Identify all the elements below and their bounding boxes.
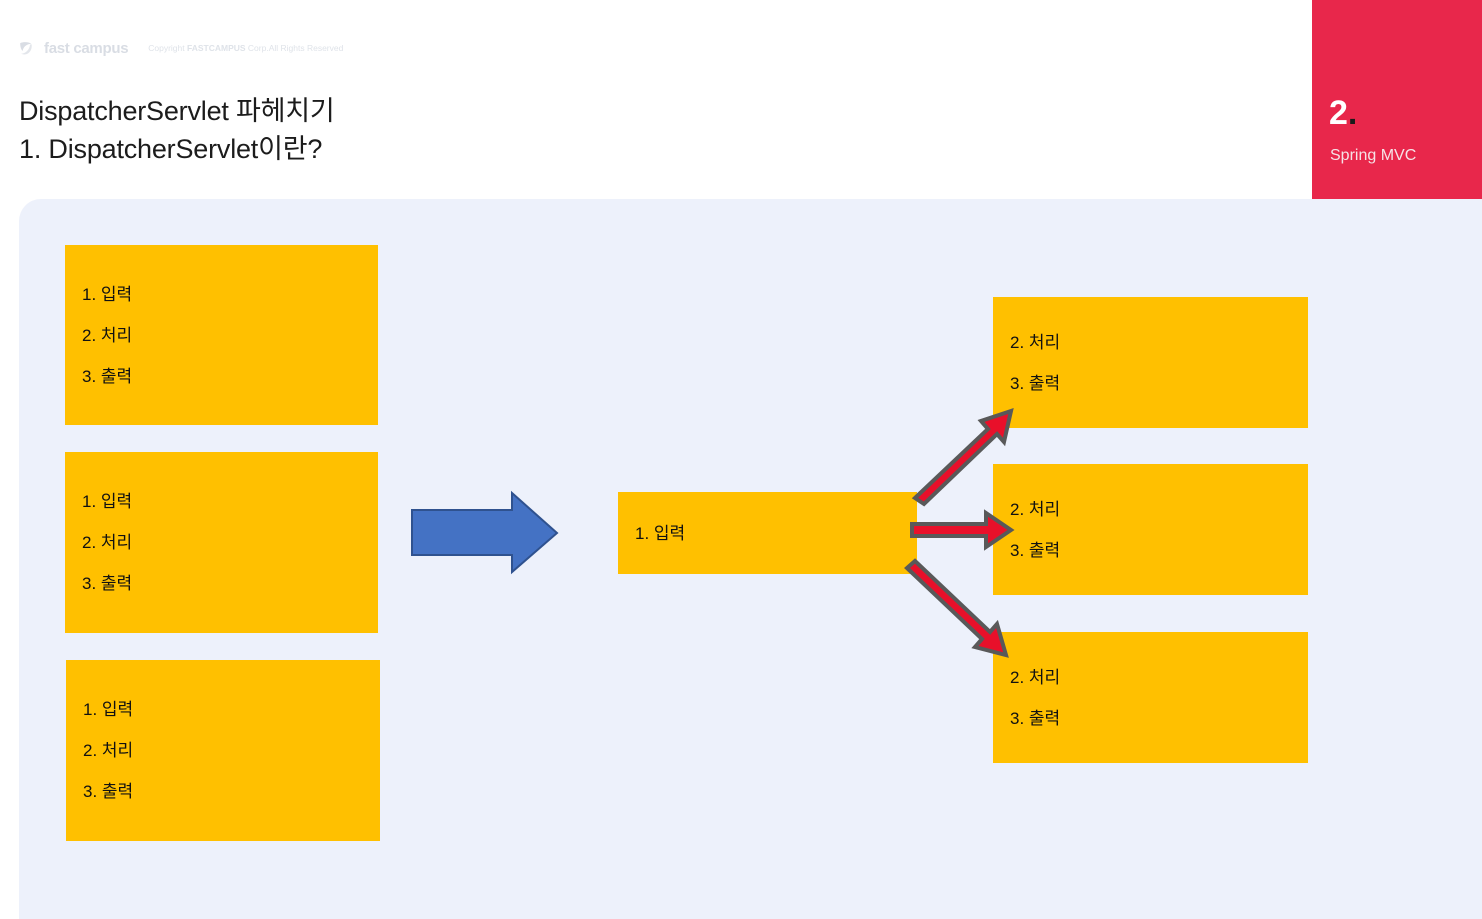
brand-logo-text: fast campus: [44, 39, 129, 57]
right-box-2: 2. 처리 3. 출력: [993, 464, 1308, 595]
copyright-suffix: Corp.All Rights Reserved: [245, 42, 344, 53]
left-box-2: 1. 입력 2. 처리 3. 출력: [65, 452, 378, 633]
left-box-3-line-1: 1. 입력: [83, 700, 134, 719]
right-box-3-line-1: 2. 처리: [1010, 667, 1061, 687]
section-badge-subtitle: Spring MVC: [1330, 147, 1417, 164]
right-box-1-line-2: 3. 출력: [1010, 373, 1061, 393]
page-title: DispatcherServlet 파헤치기 1. DispatcherServ…: [19, 92, 919, 169]
page-title-line-1: DispatcherServlet 파헤치기: [19, 96, 335, 126]
left-box-3: 1. 입력 2. 처리 3. 출력: [66, 660, 380, 841]
left-box-2-line-2: 2. 처리: [82, 533, 133, 552]
copyright-brand: FASTCAMPUS: [186, 42, 246, 53]
left-box-3-line-3: 3. 출력: [83, 782, 134, 801]
left-box-2-line-3: 3. 출력: [82, 574, 133, 593]
right-box-1-line-1: 2. 처리: [1010, 332, 1061, 352]
left-box-2-line-1: 1. 입력: [82, 492, 133, 511]
left-box-1-line-3: 3. 출력: [82, 366, 133, 386]
right-box-1: 2. 처리 3. 출력: [993, 297, 1308, 428]
section-badge-dot: .: [1347, 94, 1358, 132]
right-box-3: 2. 처리 3. 출력: [993, 632, 1308, 763]
right-box-3-line-2: 3. 출력: [1010, 708, 1061, 728]
section-badge-number-value: 2: [1329, 94, 1348, 132]
center-box-line-1: 1. 입력: [635, 523, 686, 543]
left-box-3-line-2: 2. 처리: [83, 741, 134, 760]
left-box-1: 1. 입력 2. 처리 3. 출력: [65, 245, 378, 425]
copyright-prefix: Copyright: [148, 42, 187, 53]
left-box-1-line-1: 1. 입력: [82, 284, 133, 304]
right-box-2-line-2: 3. 출력: [1010, 540, 1061, 560]
left-box-1-line-2: 2. 처리: [82, 325, 133, 345]
page-title-line-2: 1. DispatcherServlet이란?: [19, 134, 323, 165]
center-box: 1. 입력: [618, 492, 917, 574]
brand-bar: fast campus Copyright FASTCAMPUS Corp.Al…: [18, 38, 343, 58]
right-box-2-line-1: 2. 처리: [1010, 499, 1061, 519]
copyright-notice: Copyright FASTCAMPUS Corp.All Rights Res…: [148, 44, 343, 53]
section-badge-number: 2.: [1329, 96, 1357, 130]
fastcampus-leaf-logo-icon: [18, 40, 34, 56]
